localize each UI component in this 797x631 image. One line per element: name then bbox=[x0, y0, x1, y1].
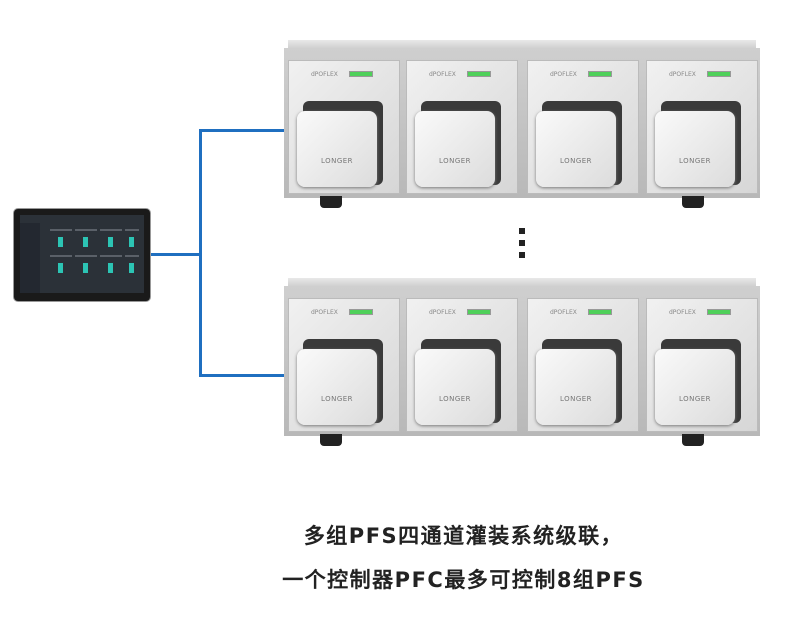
pump-logo: LONGER bbox=[678, 395, 712, 403]
pump-logo: LONGER bbox=[320, 395, 354, 403]
status-led bbox=[707, 71, 731, 77]
module-brand: dPOFLEX bbox=[311, 309, 338, 316]
caption-line-1: 多组PFS四通道灌装系统级联， bbox=[303, 524, 624, 548]
pump-module: dPOFLEX LONGER bbox=[288, 60, 400, 194]
pump-logo: LONGER bbox=[320, 157, 354, 165]
pump-module: dPOFLEX LONGER bbox=[646, 60, 758, 194]
pump-logo: LONGER bbox=[438, 395, 472, 403]
module-brand: dPOFLEX bbox=[311, 71, 338, 78]
pump-module: dPOFLEX LONGER bbox=[527, 60, 639, 194]
module-brand: dPOFLEX bbox=[429, 309, 456, 316]
pump-logo: LONGER bbox=[678, 157, 712, 165]
pump-module: dPOFLEX LONGER bbox=[406, 298, 518, 432]
connector-line bbox=[149, 253, 202, 256]
controller-tablet bbox=[13, 208, 151, 302]
module-brand: dPOFLEX bbox=[429, 71, 456, 78]
caption-line-2: 一个控制器PFC最多可控制8组PFS bbox=[282, 568, 645, 592]
pump-module: dPOFLEX LONGER bbox=[527, 298, 639, 432]
module-brand: dPOFLEX bbox=[669, 71, 696, 78]
connector-line bbox=[199, 129, 202, 377]
controller-screen bbox=[20, 215, 144, 293]
pump-logo: LONGER bbox=[438, 157, 472, 165]
ellipsis-vertical-icon bbox=[519, 228, 525, 264]
pump-module: dPOFLEX LONGER bbox=[288, 298, 400, 432]
pump-module: dPOFLEX LONGER bbox=[646, 298, 758, 432]
pump-logo: LONGER bbox=[559, 157, 593, 165]
pump-unit-top: dPOFLEX LONGER dPOFLEX LONGER dPOFLEX LONGE… bbox=[284, 40, 760, 210]
module-brand: dPOFLEX bbox=[550, 309, 577, 316]
pump-module: dPOFLEX LONGER bbox=[406, 60, 518, 194]
status-led bbox=[467, 309, 491, 315]
connector-line bbox=[199, 374, 284, 377]
pump-unit-bottom: dPOFLEX LONGER dPOFLEX LONGER dPOFLEX LONGE… bbox=[284, 278, 760, 448]
module-brand: dPOFLEX bbox=[669, 309, 696, 316]
connector-line bbox=[199, 129, 284, 132]
status-led bbox=[707, 309, 731, 315]
status-led bbox=[349, 71, 373, 77]
module-brand: dPOFLEX bbox=[550, 71, 577, 78]
status-led bbox=[467, 71, 491, 77]
pump-logo: LONGER bbox=[559, 395, 593, 403]
status-led bbox=[349, 309, 373, 315]
status-led bbox=[588, 71, 612, 77]
status-led bbox=[588, 309, 612, 315]
